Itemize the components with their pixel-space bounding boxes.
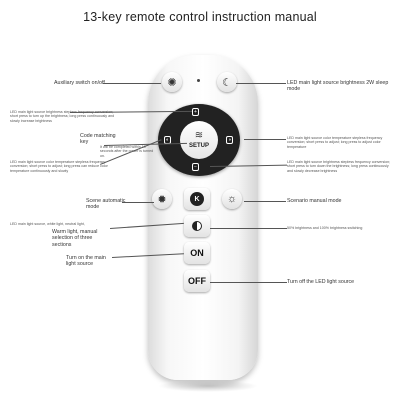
indicator-led — [197, 79, 200, 82]
color-temp-cool-button[interactable]: ◑ — [226, 136, 234, 144]
label-brightness-right: LED main light source brightness steples… — [287, 160, 391, 173]
label-brightness-note: LED main light source brightness steples… — [10, 110, 115, 123]
on-label: ON — [190, 248, 204, 258]
sleep-mode-button[interactable]: ☾ — [217, 72, 237, 92]
moon-icon: ☾ — [222, 76, 232, 89]
label-brightness-switching: 50% brightness and 100% brightness switc… — [287, 226, 363, 230]
half-circle-icon — [192, 221, 202, 231]
label-color-temp-right: LED main light source color temperature … — [287, 136, 383, 149]
sun-icon: ✹ — [157, 193, 167, 206]
leader-color-temp-right — [244, 139, 286, 140]
on-button[interactable]: ON — [184, 242, 210, 264]
leader-scene-automatic — [122, 202, 154, 203]
label-code-matching-note: It will be completed within 10 seconds a… — [100, 145, 154, 158]
label-color-temp-left: LED main light source color temperature … — [10, 160, 108, 173]
label-code-matching: Code matching key — [80, 133, 116, 146]
off-button[interactable]: OFF — [184, 270, 210, 292]
wifi-icon: ≋ — [194, 130, 204, 141]
label-three-sections: LED main light source, white light, neut… — [10, 222, 85, 226]
label-sleep-mode: LED main light source brightness 2W slee… — [287, 80, 389, 93]
label-auxiliary-switch: Auxiliary switch on/off — [54, 80, 105, 86]
label-scene-automatic: Scene automatic mode — [86, 198, 126, 211]
brightness-toggle-button[interactable] — [184, 215, 210, 237]
remote-shadow — [158, 380, 258, 392]
leader-turn-off — [210, 282, 287, 283]
sun-outline-icon: ☼ — [226, 193, 238, 205]
label-turn-on: Turn on the main light source — [66, 255, 106, 268]
leader-brightness-switching — [210, 228, 287, 229]
label-turn-off: Turn off the LED light source — [287, 279, 355, 285]
auxiliary-switch-button[interactable]: ✺ — [162, 72, 182, 92]
off-label: OFF — [188, 276, 206, 286]
leader-scenario-manual — [244, 201, 286, 202]
brightness-up-button[interactable]: + — [192, 108, 199, 116]
setup-label: SETUP — [188, 143, 209, 149]
scene-automatic-button[interactable]: ✹ — [152, 189, 172, 209]
label-scenario-manual: Scenario manual mode — [287, 198, 342, 204]
mode-k-badge: K — [190, 192, 204, 206]
label-warm-light: Warm light, manual selection of three se… — [52, 229, 98, 248]
leader-auxiliary — [103, 83, 161, 84]
scenario-manual-button[interactable]: ☼ — [222, 189, 242, 209]
light-bulb-icon: ✺ — [167, 76, 177, 89]
page-title: 13-key remote control instruction manual — [83, 10, 317, 24]
mode-k-button[interactable]: K — [184, 188, 210, 210]
setup-button[interactable]: ≋ SETUP — [180, 121, 218, 159]
brightness-down-button[interactable]: − — [192, 163, 199, 171]
leader-sleep — [236, 83, 286, 84]
